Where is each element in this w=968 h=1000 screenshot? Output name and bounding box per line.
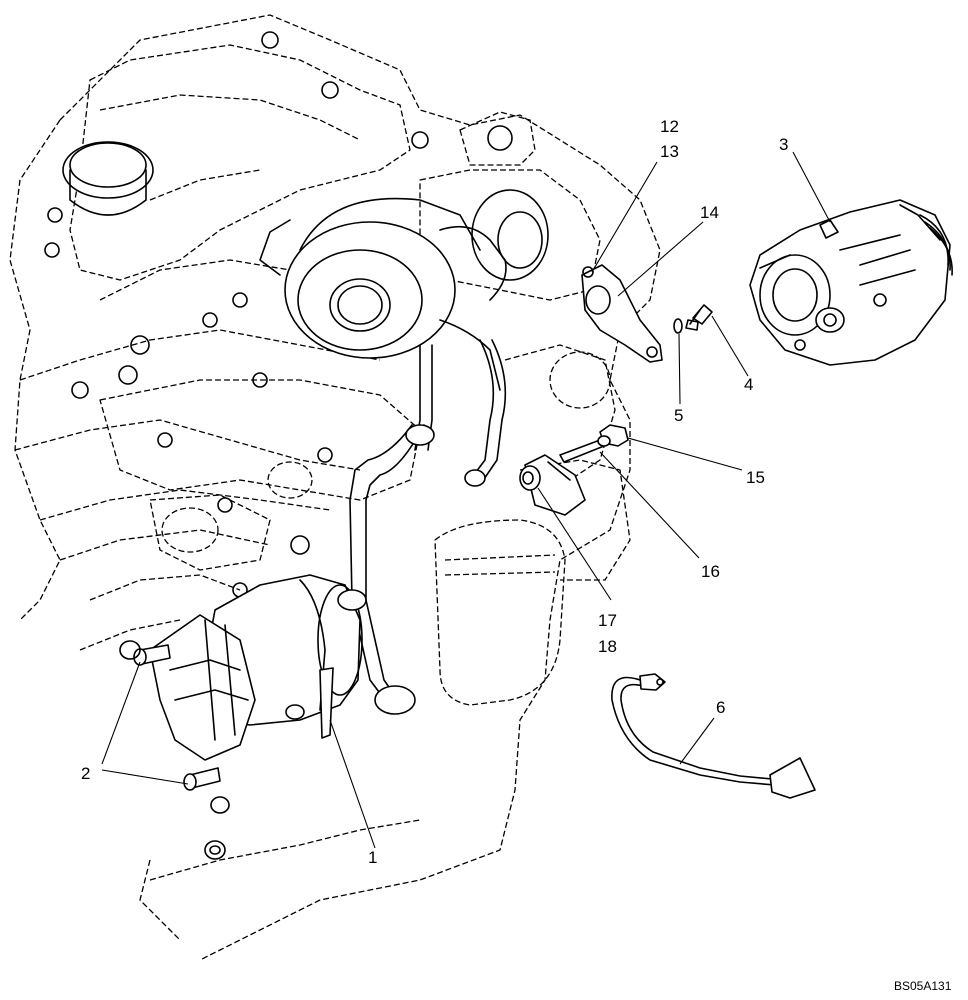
- callout-5: 5: [674, 406, 683, 425]
- callout-labels: 1 2 3 4 5 6 12 13 14 15 16 17 18: [81, 117, 788, 867]
- callout-13: 13: [660, 142, 679, 161]
- intake-manifold: [44, 31, 429, 448]
- callout-1: 1: [368, 848, 377, 867]
- engine-block-outline: [9, 14, 661, 961]
- alternator-bracket-14: [581, 264, 663, 363]
- bolt-4: [685, 304, 713, 331]
- drawing-code: BS05A131: [894, 979, 952, 993]
- starter-motor-1: [149, 574, 367, 761]
- callout-4: 4: [744, 375, 753, 394]
- turbocharger: [259, 111, 601, 451]
- callout-6: 6: [716, 698, 725, 717]
- exhaust-manifold: [99, 379, 421, 598]
- callout-15: 15: [746, 468, 765, 487]
- callout-14: 14: [700, 203, 719, 222]
- callout-3: 3: [779, 135, 788, 154]
- alternator-3: [749, 199, 953, 366]
- fitting-17-18: [519, 454, 586, 516]
- callout-18: 18: [598, 637, 617, 656]
- callout-2: 2: [81, 764, 90, 783]
- callout-16: 16: [701, 562, 720, 581]
- long-bolt-16: [559, 435, 611, 463]
- starter-bolts-2: [119, 640, 230, 860]
- washer-5: [673, 318, 683, 334]
- leader-lines: [101, 151, 831, 849]
- oil-lines: [349, 339, 507, 715]
- callout-17: 17: [598, 611, 617, 630]
- wire-harness-6: [611, 673, 816, 799]
- callout-12: 12: [660, 117, 679, 136]
